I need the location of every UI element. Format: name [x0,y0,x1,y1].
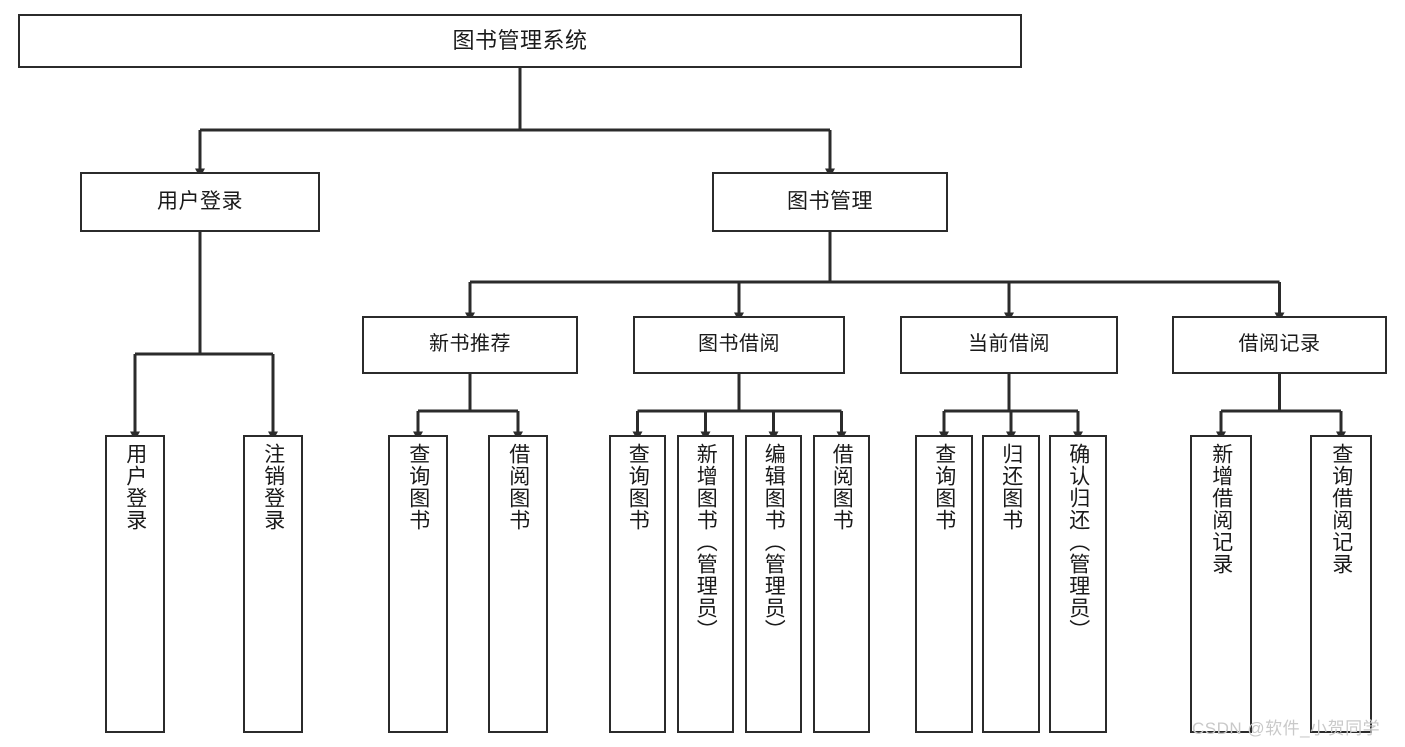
node-borrow[interactable]: 图书借阅 [633,316,845,374]
node-leaf-rec-1[interactable]: 新增借阅记录 [1190,435,1252,733]
node-newbook[interactable]: 新书推荐 [362,316,578,374]
node-leaf-new-1[interactable]: 查询图书 [388,435,448,733]
node-label: 用户登录 [157,189,243,213]
node-label: 查询图书 [932,443,956,531]
node-label: 注销登录 [261,443,285,531]
node-label: 查询图书 [406,443,430,531]
node-label: 查询借阅记录 [1329,443,1353,575]
node-leaf-cur-3[interactable]: 确认归还（管理员） [1049,435,1107,733]
node-leaf-login-1[interactable]: 用户登录 [105,435,165,733]
node-login[interactable]: 用户登录 [80,172,320,232]
node-root[interactable]: 图书管理系统 [18,14,1022,68]
node-label: 借阅记录 [1238,333,1321,356]
node-leaf-bor-3[interactable]: 编辑图书（管理员） [745,435,802,733]
node-leaf-cur-2[interactable]: 归还图书 [982,435,1040,733]
node-records[interactable]: 借阅记录 [1172,316,1387,374]
node-leaf-bor-1[interactable]: 查询图书 [609,435,666,733]
node-bookmgmt[interactable]: 图书管理 [712,172,948,232]
node-label: 用户登录 [123,443,147,531]
node-leaf-bor-4[interactable]: 借阅图书 [813,435,870,733]
node-label: 图书借阅 [698,333,780,356]
node-label: 图书管理 [787,189,873,213]
node-leaf-new-2[interactable]: 借阅图书 [488,435,548,733]
node-label: 查询图书 [626,443,650,531]
node-leaf-cur-1[interactable]: 查询图书 [915,435,973,733]
node-label: 借阅图书 [506,443,530,531]
node-leaf-bor-2[interactable]: 新增图书（管理员） [677,435,734,733]
edge-group [130,68,1346,441]
node-label: 确认归还（管理员） [1066,443,1090,641]
node-label: 新增借阅记录 [1209,443,1233,575]
node-label: 当前借阅 [968,333,1050,356]
node-leaf-login-2[interactable]: 注销登录 [243,435,303,733]
node-label: 图书管理系统 [452,28,588,54]
node-leaf-rec-2[interactable]: 查询借阅记录 [1310,435,1372,733]
node-current[interactable]: 当前借阅 [900,316,1118,374]
node-label: 借阅图书 [830,443,854,531]
node-label: 编辑图书（管理员） [762,443,786,641]
node-label: 新增图书（管理员） [694,443,718,641]
node-label: 归还图书 [999,443,1023,531]
node-label: 新书推荐 [429,333,511,356]
